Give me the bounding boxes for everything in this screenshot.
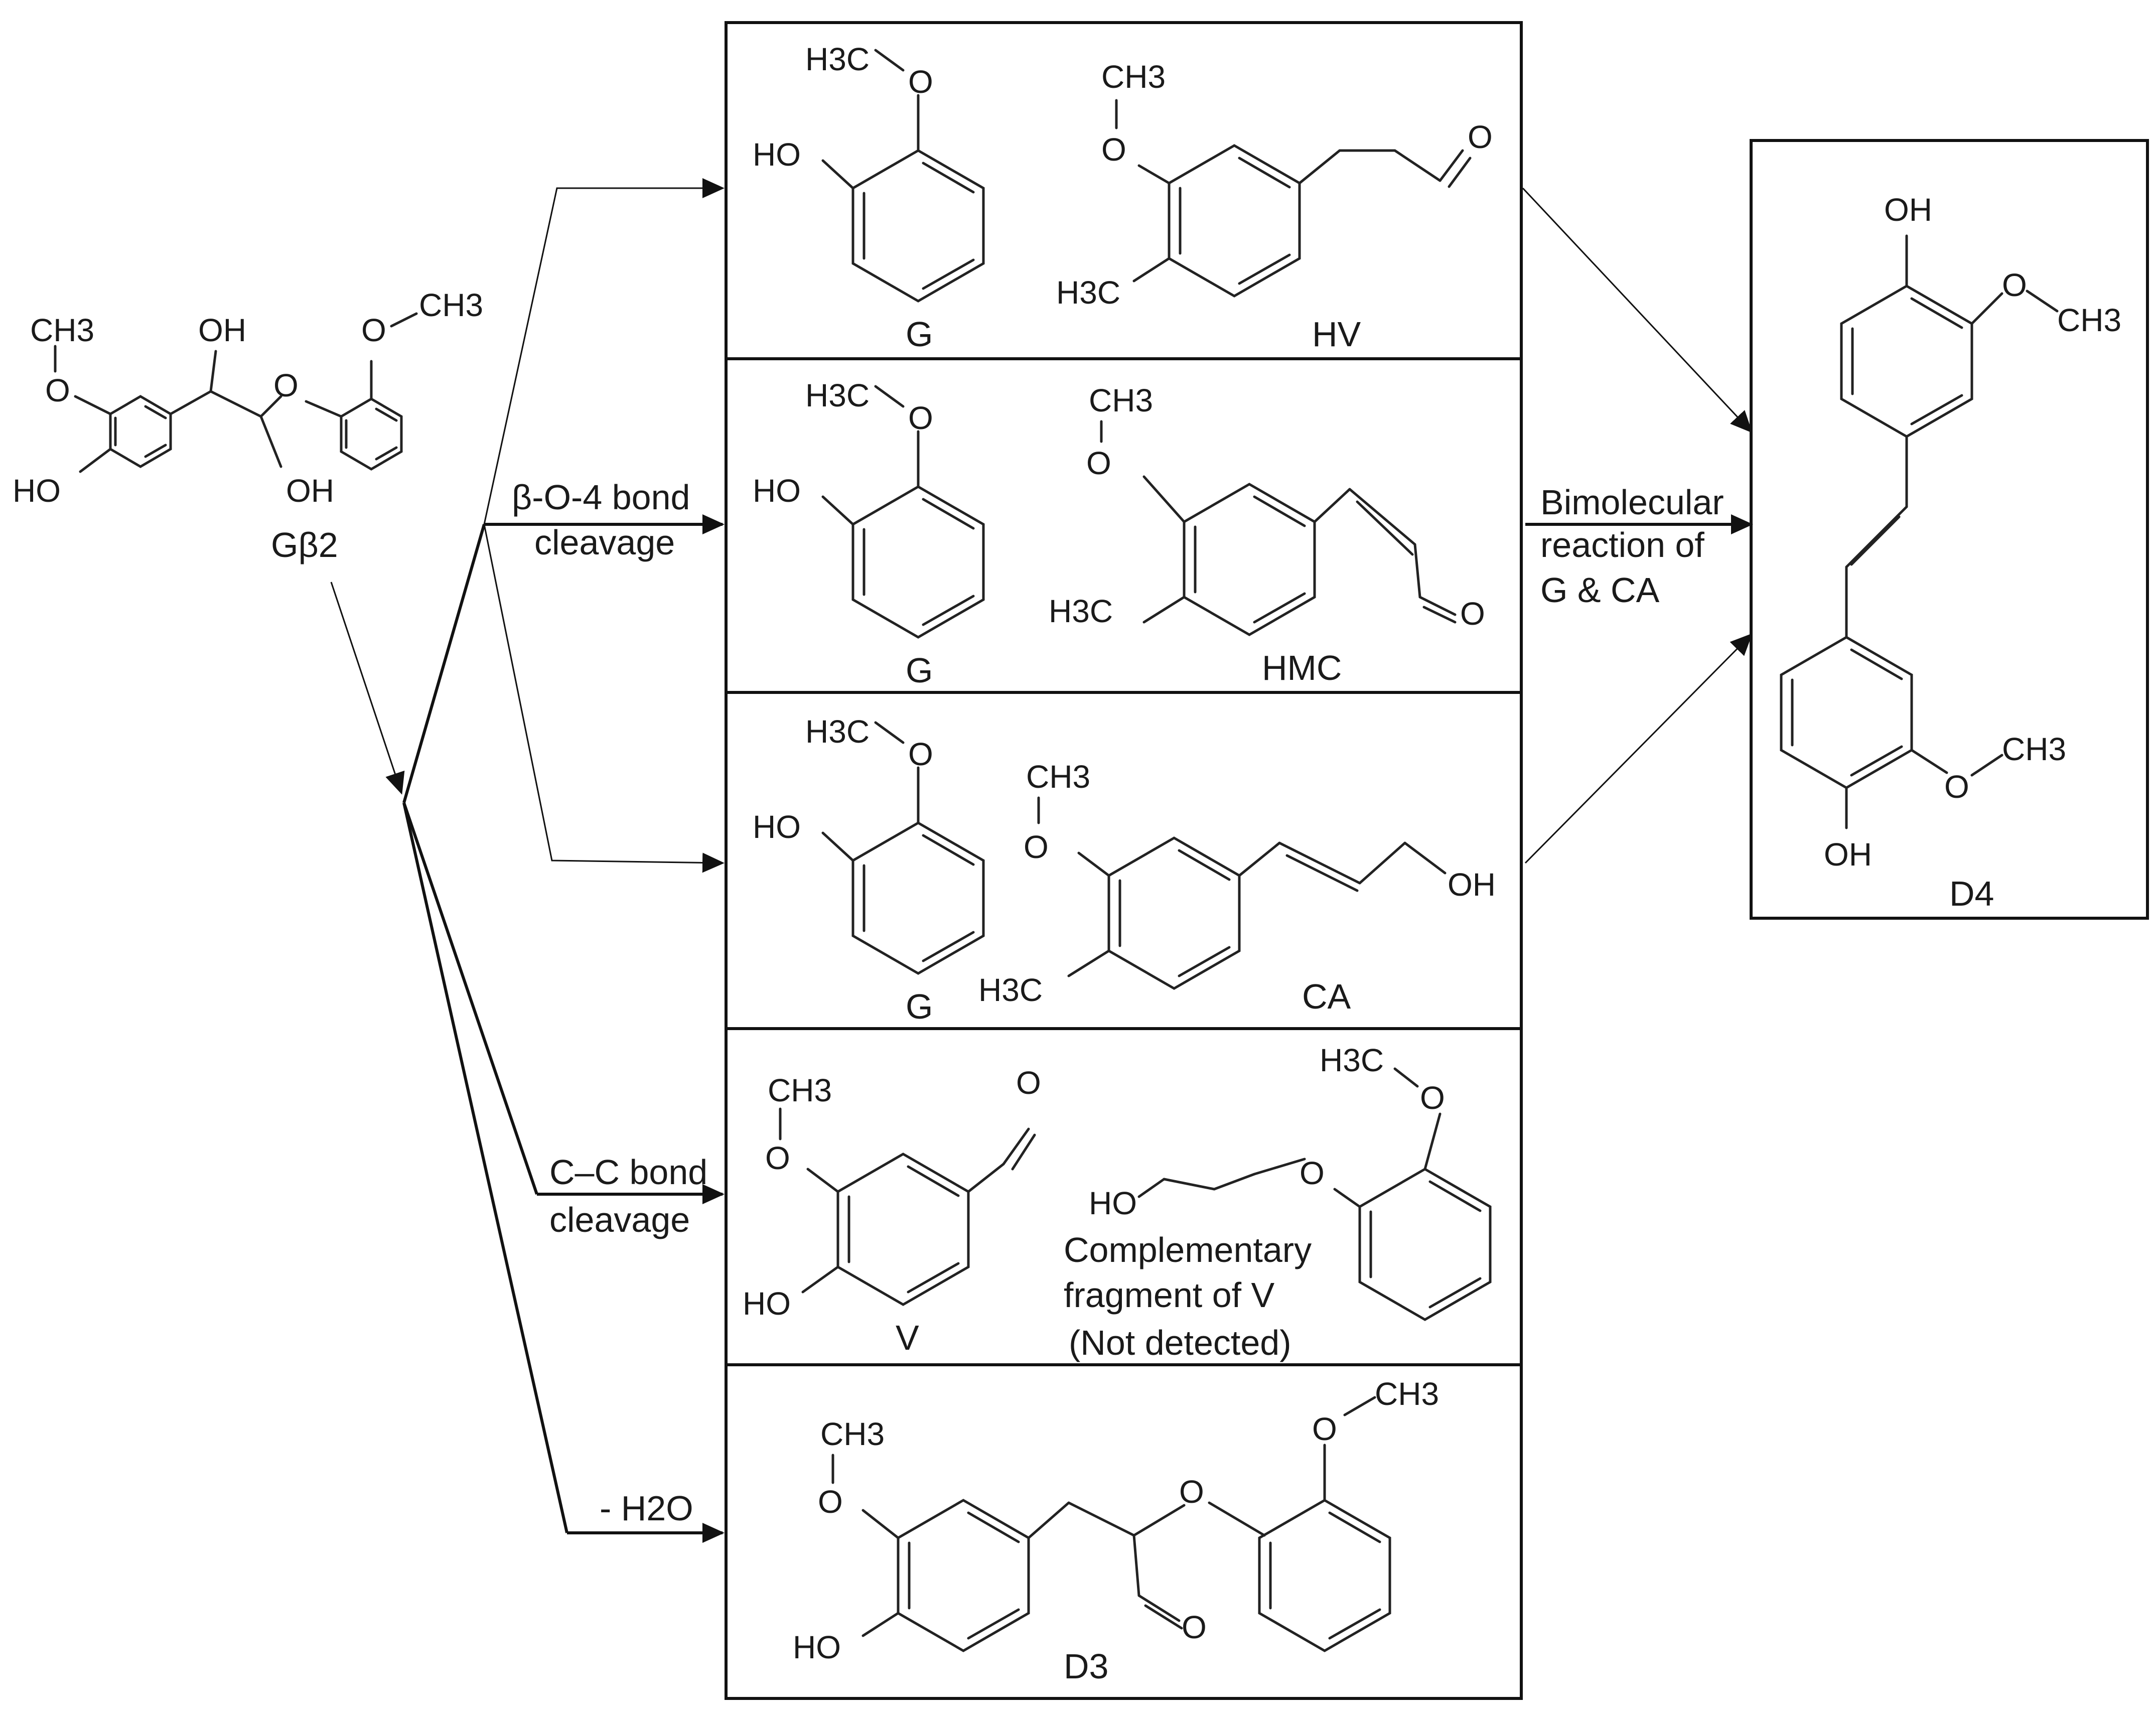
methyl-label: H3C <box>1056 274 1120 311</box>
product-box-5 <box>725 1363 1523 1700</box>
label-v: V <box>896 1318 919 1357</box>
oxygen-label: O <box>1300 1155 1325 1191</box>
label-g: G <box>906 987 933 1026</box>
oxygen-label: O <box>1944 769 1969 805</box>
bimolecular-label-1: Bimolecular <box>1540 483 1724 522</box>
methyl-label: CH3 <box>1089 382 1153 418</box>
box-2-content: H3C O HO G O CH3 H3C O HMC <box>753 377 1485 690</box>
methyl-label: CH3 <box>1101 59 1166 95</box>
label-hv: HV <box>1312 315 1361 354</box>
methyl-label: CH3 <box>419 287 483 323</box>
oxygen-label: O <box>45 372 70 408</box>
hydroxyl-label: HO <box>793 1629 841 1665</box>
pathway-arrows <box>330 178 725 1543</box>
methyl-label: CH3 <box>768 1072 832 1108</box>
box-5-content: O CH3 HO O O O CH3 D3 <box>793 1376 1439 1686</box>
beta-o4-label-2: cleavage <box>534 523 675 562</box>
label-d4: D4 <box>1949 874 1994 913</box>
methyl-label: H3C <box>805 377 870 413</box>
hydroxyl-label: HO <box>753 473 801 509</box>
reactant-label: Gβ2 <box>271 525 338 564</box>
hydroxyl-label: HO <box>13 473 61 509</box>
label-d3: D3 <box>1064 1647 1108 1686</box>
d4-box <box>1750 139 2149 920</box>
oxygen-label: O <box>908 64 933 100</box>
oxygen-label: O <box>818 1484 843 1520</box>
hydroxyl-label: OH <box>1448 867 1496 903</box>
fork-line-beta <box>402 524 486 803</box>
oxygen-label: O <box>1312 1411 1337 1447</box>
methyl-label: H3C <box>978 972 1043 1008</box>
oxygen-label: O <box>1182 1609 1207 1645</box>
d4-structure: OH O CH3 O CH3 OH D4 <box>1780 192 2121 913</box>
methyl-label: CH3 <box>30 312 94 348</box>
ether-oxygen-label: O <box>1179 1474 1204 1510</box>
methyl-label: H3C <box>805 41 870 77</box>
ether-oxygen-label: O <box>273 367 299 403</box>
label-g: G <box>906 315 933 354</box>
box-3-content: H3C O HO G O CH3 H3C OH CA <box>753 713 1496 1026</box>
arrows-to-d4 <box>1522 187 1753 864</box>
oxygen-label: O <box>1016 1065 1041 1101</box>
hydroxyl-label: HO <box>753 809 801 845</box>
hydroxyl-label: HO <box>753 136 801 173</box>
note-line-3: (Not detected) <box>1069 1323 1291 1362</box>
methyl-label: H3C <box>805 713 870 750</box>
oxygen-label: O <box>361 312 386 348</box>
hydroxyl-label: OH <box>198 312 246 348</box>
box-4-content: O CH3 HO O V H3C O O HO Complementary fr… <box>743 1042 1492 1362</box>
box-1-content: H3C O HO G O CH3 H3C O HV <box>753 41 1493 354</box>
hydroxyl-label: OH <box>1824 836 1872 873</box>
oxygen-label: O <box>908 736 933 772</box>
methyl-label: CH3 <box>820 1416 885 1452</box>
oxygen-label: O <box>1086 445 1111 481</box>
methyl-label: H3C <box>1049 593 1113 629</box>
dehydration-label: - H2O <box>600 1489 693 1528</box>
oxygen-label: O <box>765 1140 790 1176</box>
hydroxyl-label: HO <box>743 1285 791 1322</box>
fork-line-h2o <box>402 802 568 1533</box>
hydroxyl-label: HO <box>1089 1185 1137 1221</box>
arrow-to-box-1 <box>483 178 725 525</box>
label-g: G <box>906 651 933 690</box>
arrow-ca-to-d4 <box>1524 633 1753 864</box>
methyl-label: CH3 <box>2057 302 2121 338</box>
hydroxyl-label: OH <box>1884 192 1932 228</box>
oxygen-label: O <box>1460 596 1485 632</box>
methyl-label: CH3 <box>2002 731 2066 767</box>
cc-label-2: cleavage <box>549 1200 690 1239</box>
note-line-2: fragment of V <box>1064 1275 1275 1315</box>
arrow-to-box-3 <box>483 524 725 873</box>
bimolecular-label-2: reaction of <box>1540 525 1704 564</box>
hydroxyl-label: OH <box>286 473 334 509</box>
label-ca: CA <box>1302 977 1351 1016</box>
oxygen-label: O <box>1101 131 1126 168</box>
oxygen-label: O <box>1024 829 1049 865</box>
methyl-label: H3C <box>1320 1042 1384 1078</box>
methyl-label: CH3 <box>1026 759 1090 795</box>
beta-o4-label: β-O-4 bond <box>512 478 690 517</box>
oxygen-label: O <box>2002 267 2027 303</box>
reactant-g-beta2: CH3 O HO OH O OH O CH3 Gβ2 <box>13 287 483 564</box>
arrow-hv-to-d4 <box>1522 187 1753 433</box>
oxygen-label: O <box>908 400 933 436</box>
bimolecular-label-3: G & CA <box>1540 570 1660 610</box>
methyl-label: CH3 <box>1375 1376 1439 1412</box>
oxygen-label: O <box>1468 119 1493 155</box>
oxygen-label: O <box>1420 1080 1445 1116</box>
reactant-arrow <box>330 582 405 795</box>
note-line-1: Complementary <box>1064 1230 1312 1269</box>
fork-line-cc <box>402 802 538 1195</box>
label-hmc: HMC <box>1262 648 1342 687</box>
cc-label: C–C bond <box>549 1153 707 1192</box>
